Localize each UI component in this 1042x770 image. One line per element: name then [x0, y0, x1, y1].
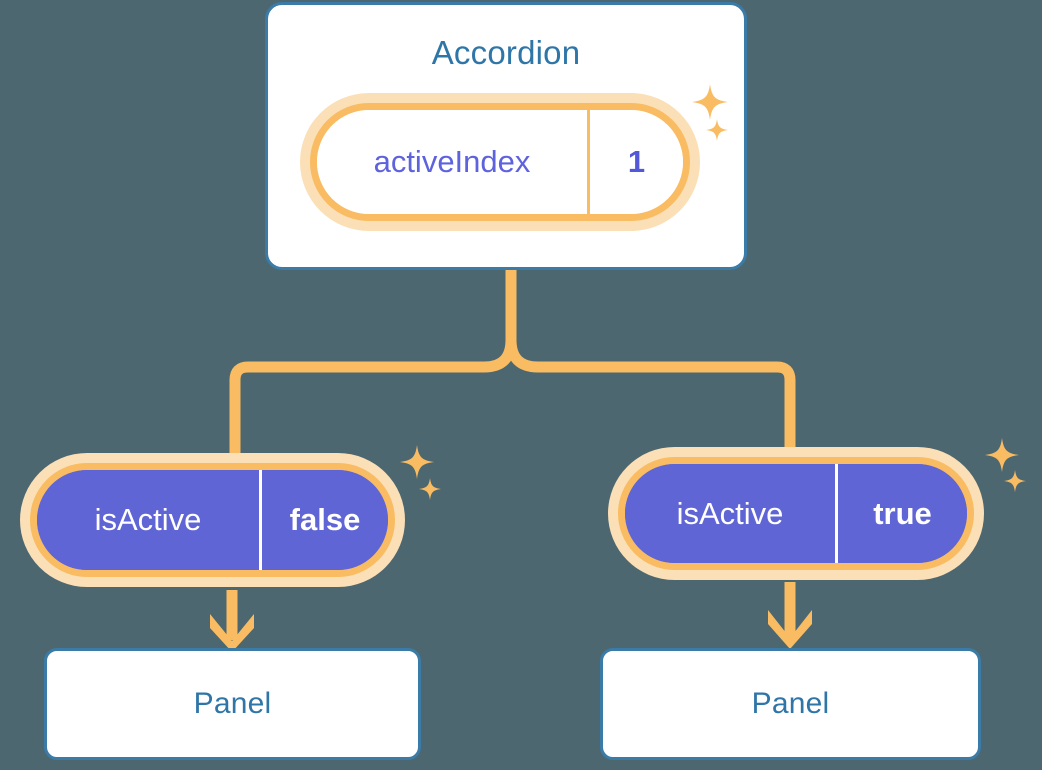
state-pill-inner: activeIndex 1	[317, 110, 683, 214]
sparkle-icon	[1004, 470, 1026, 492]
arrow-right-panel	[768, 582, 812, 649]
sparkle-icon	[419, 478, 441, 500]
panel-node-right[interactable]: Panel	[600, 648, 981, 760]
state-pill-isactive-false[interactable]: isActive false	[30, 463, 395, 577]
connector-to-right-branch	[505, 339, 796, 463]
sparkle-icon	[985, 438, 1019, 472]
state-key-label: activeIndex	[317, 110, 590, 214]
panel-label: Panel	[751, 687, 830, 720]
state-pill-inner: isActive false	[37, 470, 388, 570]
connector-to-left-branch	[229, 339, 517, 463]
arrow-left-panel	[210, 590, 254, 652]
panel-label: Panel	[193, 687, 272, 720]
state-pill-inner: isActive true	[625, 464, 967, 563]
state-value-label: 1	[627, 144, 646, 179]
state-value-label: true	[873, 495, 932, 531]
state-value-label: false	[289, 502, 361, 537]
state-key-label: isActive	[37, 470, 262, 570]
panel-node-left[interactable]: Panel	[44, 648, 421, 760]
sparkle-icon	[400, 445, 434, 479]
accordion-title: Accordion	[431, 34, 581, 71]
state-pill-activeindex[interactable]: activeIndex 1	[310, 103, 690, 221]
state-pill-isactive-true[interactable]: isActive true	[618, 457, 974, 570]
state-key-label: isActive	[625, 464, 838, 563]
